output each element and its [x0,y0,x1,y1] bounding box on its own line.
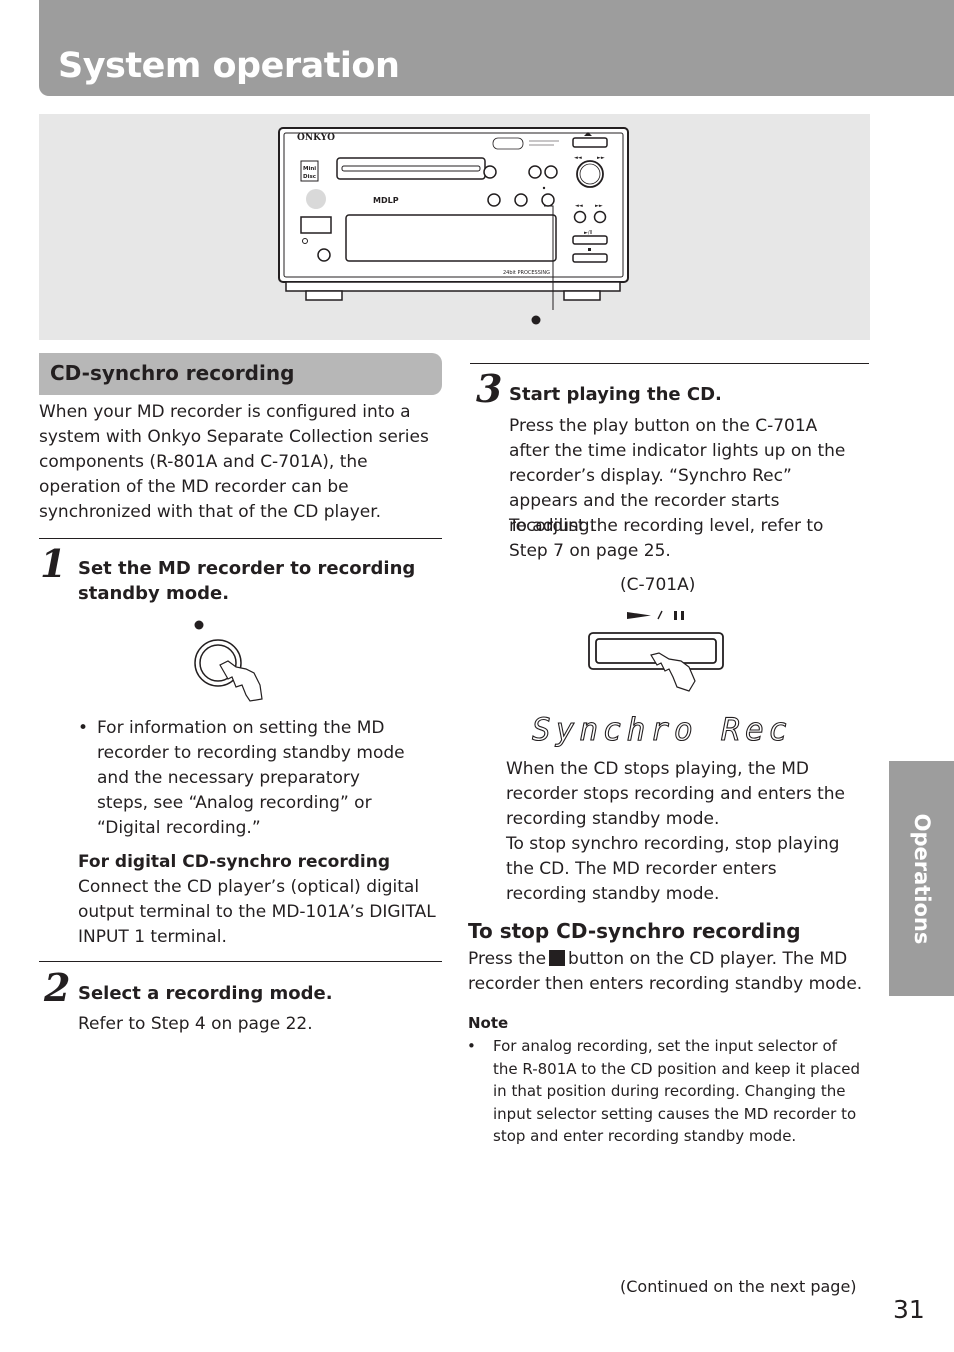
stop-text-before: Press the [468,949,547,969]
intro-paragraph: When your MD recorder is configured into… [39,402,429,522]
operations-side-tab: Operations [889,761,954,996]
stop-synchro-heading: To stop CD-synchro recording [468,919,801,943]
record-indicator-icon [531,315,541,325]
list-item: For analog recording, set the input sele… [467,1035,862,1148]
svg-text:►►: ►► [595,203,603,209]
brand-logo: ONKYO [297,133,335,143]
step-1-heading: Set the MD recorder to recording standby… [78,556,443,606]
section-header-bar: CD-synchro recording [39,353,442,395]
divider [39,538,442,539]
svg-text:◄◄: ◄◄ [574,155,582,161]
step-3-text-1: Press the play button on the C-701A afte… [509,416,846,536]
device-illustration-panel: ONKYO Mini Disc MDLP 24bit PROCESSING [39,114,870,340]
note-heading: Note [468,1014,509,1032]
section-title: CD-synchro recording [50,361,295,385]
step-number-1: 1 [40,541,67,586]
page-header: System operation [39,0,954,96]
c701a-label: (C-701A) [620,575,696,595]
divider [470,363,869,364]
processing-label: 24bit PROCESSING [503,270,550,276]
minidisc-logo-line2: Disc [303,174,316,180]
record-button-press-illustration [194,620,263,702]
stop-text-after: button on the CD player. The MD recorder… [468,949,863,994]
pause-icon [674,611,677,620]
hand-pointer-icon [650,652,696,692]
svg-text:►►: ►► [597,155,605,161]
digital-synchro-text: Connect the CD player’s (optical) digita… [78,877,436,947]
step-2-heading: Select a recording mode. [78,983,333,1004]
play-icon [627,612,651,619]
page-number: 31 [893,1295,925,1324]
step-3-heading: Start playing the CD. [509,384,722,405]
md-recorder-illustration: ONKYO Mini Disc MDLP 24bit PROCESSING [278,127,629,325]
side-tab-label: Operations [909,813,934,944]
minidisc-logo-line1: Mini [303,166,316,172]
hand-pointer-icon [219,660,263,702]
step-1-heading-line2: standby mode. [78,583,230,604]
step-2-text: Refer to Step 4 on page 22. [78,1014,313,1034]
step-number-3: 3 [476,366,503,411]
continued-note: (Continued on the next page) [620,1277,857,1296]
step-3-text-2: To adjust the recording level, refer to … [509,516,824,561]
step-3-text-4: To stop synchro recording, stop playing … [506,834,840,904]
step-3-text-3: When the CD stops playing, the MD record… [506,759,846,829]
digital-synchro-subheading: For digital CD-synchro recording [78,852,390,872]
stop-icon [549,950,566,966]
synchro-rec-display: Synchro Rec [531,711,793,748]
note-list: For analog recording, set the input sele… [467,1035,862,1148]
divider [39,961,442,962]
page-title: System operation [58,46,400,86]
record-dot-icon [194,620,204,630]
mdlp-logo: MDLP [373,196,399,205]
step-1-heading-line1: Set the MD recorder to recording [78,558,416,579]
list-item: For information on setting the MD record… [78,716,408,841]
step-1-bullets: For information on setting the MD record… [78,716,408,841]
play-button-press-illustration [588,610,724,692]
svg-text:◄◄: ◄◄ [575,203,583,209]
step-number-2: 2 [44,965,71,1010]
svg-text:►/II: ►/II [584,230,592,236]
